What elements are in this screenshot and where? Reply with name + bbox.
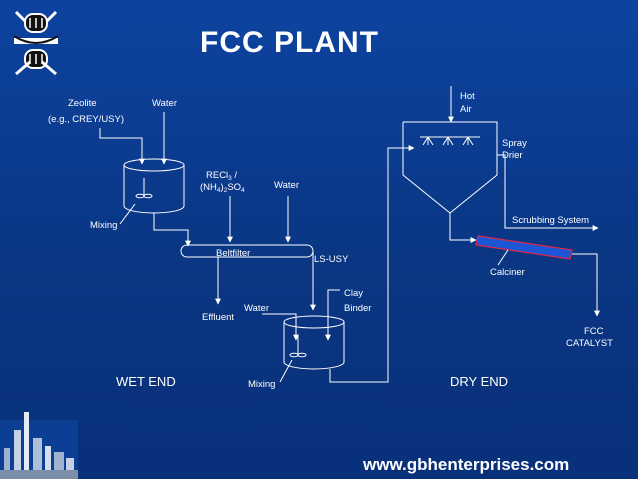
label-zeolite-example: (e.g., CREY/USY) (48, 114, 124, 125)
label-water-2: Water (274, 180, 299, 191)
calciner (475, 235, 573, 260)
label-beltfilter: Beltfilter (216, 248, 250, 259)
spray-drier (402, 121, 498, 214)
arrow-drier-to-calciner (449, 213, 477, 243)
label-scrubbing-system: Scrubbing System (512, 215, 589, 226)
belt-filter (180, 244, 314, 258)
label-spray: Spray (502, 138, 527, 149)
arrow-tank1-to-belt (153, 213, 191, 247)
label-effluent: Effluent (202, 312, 234, 323)
label-drier: Drier (502, 150, 523, 161)
label-calciner: Calciner (490, 267, 525, 278)
label-binder: Binder (344, 303, 371, 314)
arrow-clay-binder-feed (325, 289, 340, 341)
label-clay: Clay (344, 288, 363, 299)
label-dry-end: DRY END (450, 374, 508, 389)
label-water-1: Water (152, 98, 177, 109)
mixing-tank-2 (283, 315, 345, 370)
arrow-zeolite-feed (99, 128, 145, 165)
label-catalyst: CATALYST (566, 338, 613, 349)
refinery-illustration-icon (0, 412, 78, 479)
label-wet-end: WET END (116, 374, 176, 389)
label-air: Air (460, 104, 472, 115)
label-ls-usy: LS-USY (314, 254, 349, 265)
footer-url[interactable]: www.gbhenterprises.com (362, 455, 569, 474)
mixing-tank-1 (123, 158, 185, 214)
page-title: FCC PLANT (200, 26, 379, 59)
agitator-blade-icon-2 (289, 352, 299, 358)
label-zeolite: Zeolite (68, 98, 97, 109)
label-nh4-2-so4: (NH4)2SO4 (200, 182, 245, 194)
label-water-3: Water (244, 303, 269, 314)
leader-mixing-2 (279, 359, 293, 383)
arrow-to-scrubbing-system (497, 154, 599, 231)
leader-calciner (497, 249, 509, 266)
label-mixing-1: Mixing (90, 220, 117, 231)
company-logo-icon (13, 10, 59, 76)
label-fcc: FCC (584, 326, 604, 337)
arrow-water-3-feed (262, 313, 299, 341)
agitator-blade-icon (135, 193, 145, 199)
arrow-calciner-to-catalyst (572, 253, 600, 317)
label-recl3: RECl3 / (206, 170, 237, 182)
label-hot: Hot (460, 91, 475, 102)
arrow-tank2-to-spray-drier (329, 145, 415, 383)
spray-nozzle-icons (420, 136, 480, 146)
leader-mixing-1 (119, 203, 136, 225)
label-mixing-2: Mixing (248, 379, 275, 390)
